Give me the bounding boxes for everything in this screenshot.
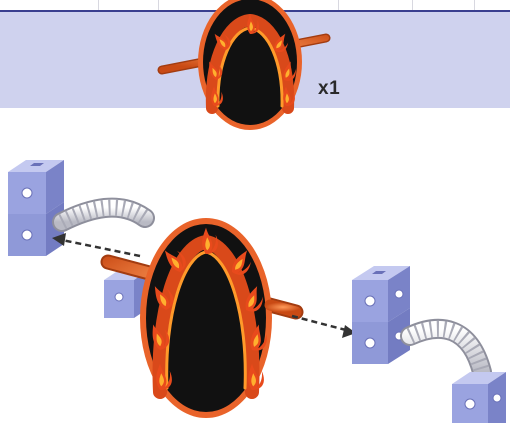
cube-block-icon — [352, 308, 410, 364]
header-divider — [338, 0, 339, 10]
header-divider — [98, 0, 99, 10]
arrow-icon — [291, 314, 356, 338]
cube-block-icon — [8, 160, 64, 214]
header-divider — [158, 0, 159, 10]
part-quantity: x1 — [318, 78, 341, 99]
cube-block-icon — [352, 266, 410, 322]
cube-block-icon — [104, 272, 146, 318]
header-divider — [474, 0, 475, 10]
cube-block-icon — [452, 372, 506, 423]
flame-hoop-assembly — [100, 218, 304, 418]
arrow-icon — [52, 233, 141, 258]
flex-tube-icon — [52, 197, 155, 232]
right-block-stack — [352, 266, 410, 364]
flame-hoop-part-icon — [157, 0, 331, 130]
left-block-stack — [8, 160, 64, 256]
header-divider — [412, 0, 413, 10]
flex-tube-icon — [400, 319, 492, 382]
